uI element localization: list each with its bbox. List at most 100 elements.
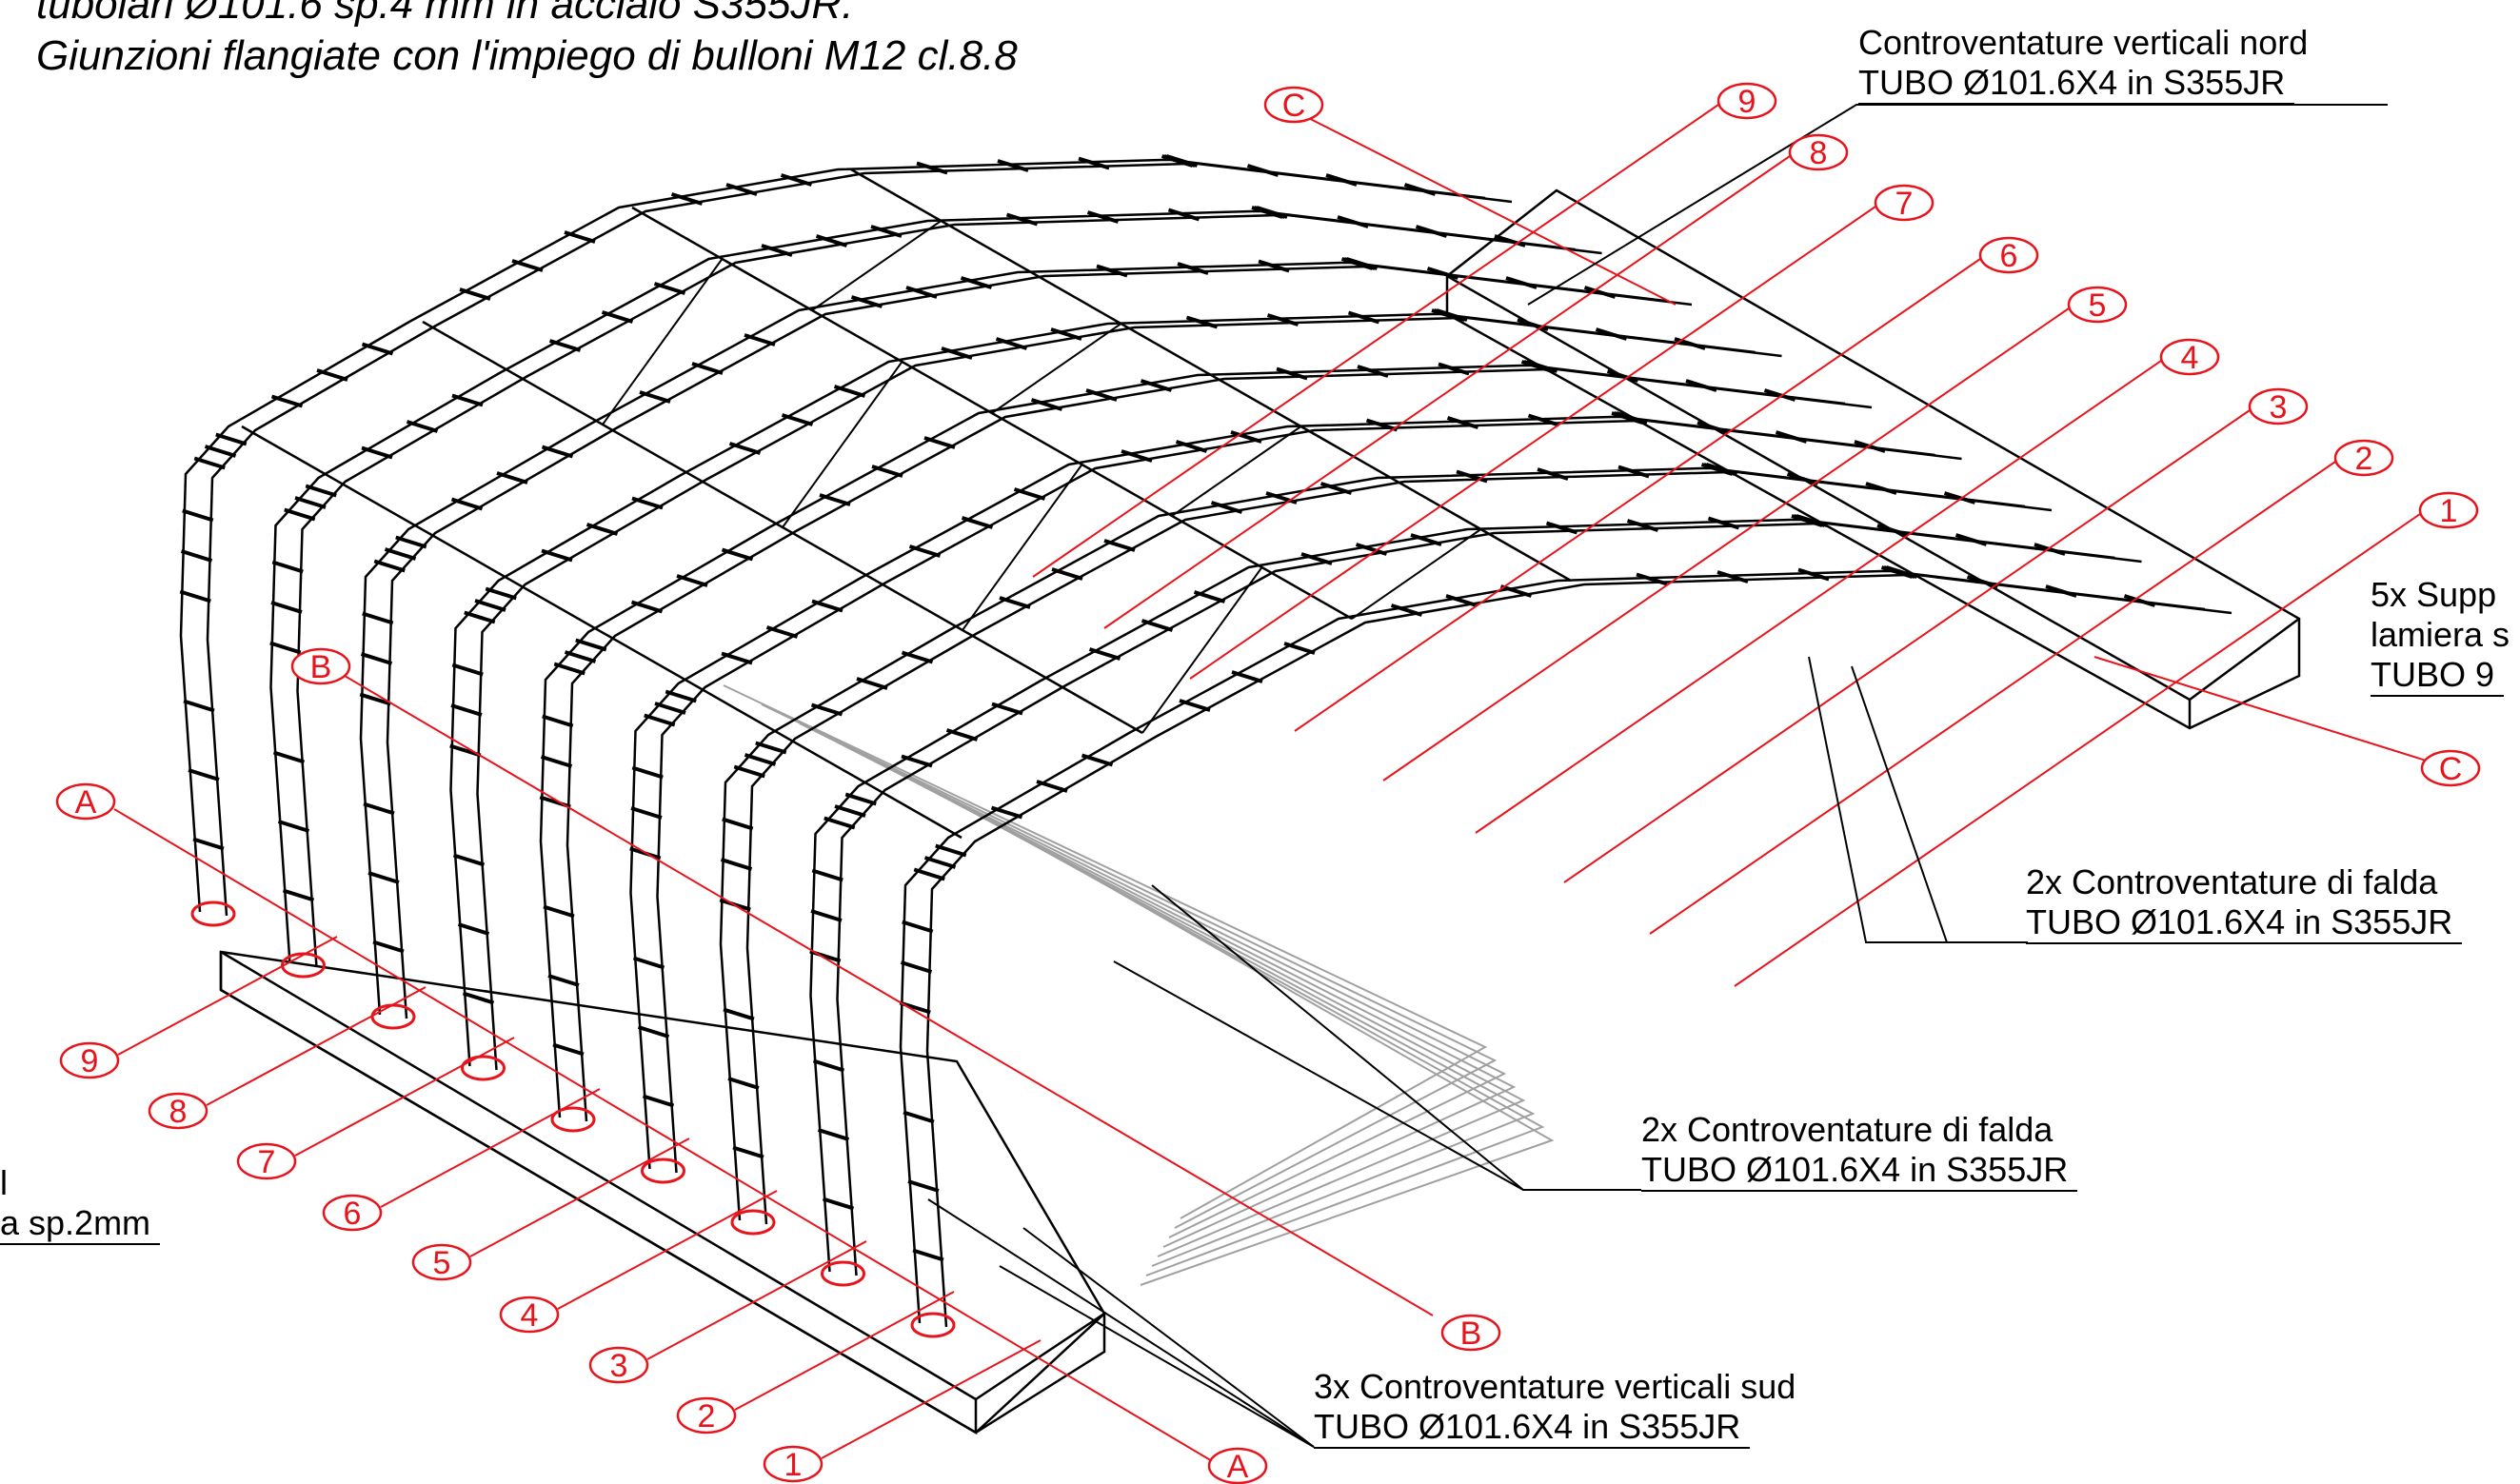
label-bubble-text: B [310, 649, 332, 685]
flange-tick [815, 234, 848, 247]
flange-tick [761, 244, 793, 257]
flange-tick [575, 638, 607, 652]
arch-frame-2 [269, 206, 1602, 979]
flange-tick [180, 549, 213, 563]
flange-tick [1005, 212, 1039, 227]
flange-tick [1616, 411, 1648, 425]
base-plate [190, 900, 236, 927]
flange-tick [462, 991, 495, 1005]
base-plate [461, 1055, 506, 1081]
flange-tick [637, 1025, 670, 1039]
tube-edge-outer [809, 518, 2115, 1273]
flange-tick [1517, 318, 1549, 331]
flange-tick [1606, 369, 1639, 383]
tube-edge-outer [539, 364, 1846, 1118]
flange-tick [1494, 234, 1526, 247]
leader-roof-bracing-right-1 [1808, 656, 2028, 943]
hidden-footprint-line [989, 818, 1555, 1286]
leader-roof-bracing-right-2 [1851, 665, 2028, 943]
section-label-a-left: A [55, 782, 116, 821]
flange-tick [1088, 647, 1121, 661]
base-plate [641, 1158, 685, 1184]
flange-tick [1943, 491, 1976, 505]
frame-label-upper-2: 2 [2333, 439, 2394, 477]
flange-tick [1626, 519, 1659, 532]
flange-tick [907, 1179, 940, 1193]
flange-tick [676, 574, 708, 587]
flange-tick [913, 867, 945, 881]
flange-tick [1595, 327, 1628, 341]
flange-tick [721, 651, 753, 665]
flange-tick [1438, 362, 1470, 376]
roof-cross-brace [991, 323, 1122, 414]
flange-tick [870, 225, 903, 238]
flange-tick [1410, 533, 1442, 546]
flange-tick [722, 817, 754, 831]
frame-leader-upper-7 [1189, 206, 1876, 680]
flange-tick [823, 816, 856, 830]
flange-tick [540, 755, 573, 768]
flange-tick [1527, 413, 1560, 427]
flange-tick [1456, 469, 1488, 484]
flange-tick [844, 792, 877, 806]
flange-tick [547, 974, 580, 987]
flange-tick [316, 368, 348, 382]
hidden-footprint-line [837, 742, 1517, 1248]
flange-tick [564, 650, 597, 663]
label-bubble-text: 6 [344, 1196, 362, 1232]
flange-tick [215, 432, 248, 446]
flange-tick [1796, 514, 1828, 527]
flange-tick [1337, 215, 1369, 228]
header-note-line1: tubolari Ø101.6 sp.4 mm in acciaio S355J… [36, 0, 854, 28]
label-bubble-outline [1978, 236, 2039, 274]
flange-tick [812, 1059, 845, 1073]
section-label-c-right: C [2420, 749, 2481, 787]
base-plate [730, 1209, 776, 1236]
flange-tick [395, 535, 427, 549]
tube-edge-outer [719, 466, 2026, 1221]
supports-line2: lamiera s [2371, 615, 2510, 654]
frame-label-upper-3: 3 [2248, 387, 2309, 425]
flange-tick [765, 625, 799, 639]
label-bubble-outline [55, 782, 116, 821]
leader-roof-bracing-center-2 [1113, 960, 1641, 1191]
flange-tick [1705, 463, 1738, 476]
flange-tick [733, 764, 765, 779]
flange-tick [360, 652, 393, 665]
flange-tick [451, 663, 484, 677]
section-label-b-left: B [290, 647, 351, 685]
flange-tick [271, 560, 304, 574]
frame-leader-upper-6 [1294, 258, 1981, 732]
frame-leader-lower-9 [117, 936, 338, 1056]
frame-label-lower-4: 4 [499, 1296, 560, 1334]
flange-tick [1355, 543, 1388, 556]
flange-tick [1426, 267, 1459, 280]
flange-tick [721, 547, 754, 562]
label-bubble-text: 5 [433, 1245, 451, 1281]
flange-tick [1167, 208, 1200, 222]
flange-tick [850, 295, 883, 308]
header-note-line2: Giunzioni flangiate con l'impiego di bul… [36, 32, 1018, 79]
flange-tick [373, 559, 406, 573]
flange-tick [995, 337, 1028, 350]
label-bubble-text: 3 [610, 1348, 628, 1384]
flange-tick [2045, 584, 2077, 598]
frame-label-upper-7: 7 [1874, 184, 1935, 222]
flange-tick [1179, 699, 1211, 712]
hidden-footprint-line [723, 684, 1488, 1219]
flange-tick [822, 1197, 855, 1211]
frame-label-upper-8: 8 [1788, 133, 1849, 171]
flange-tick [670, 192, 704, 206]
flange-tick [372, 940, 405, 954]
frame-label-lower-1: 1 [763, 1445, 823, 1483]
flange-tick [990, 805, 1023, 820]
flange-tick [833, 385, 866, 398]
flange-tick [459, 287, 491, 301]
frame-label-upper-1: 1 [2418, 491, 2479, 529]
flange-tick [653, 282, 686, 295]
flange-tick [294, 496, 327, 509]
flange-tick [810, 909, 843, 922]
flange-tick [284, 507, 316, 522]
flange-tick [811, 599, 843, 613]
flange-tick [511, 259, 544, 272]
